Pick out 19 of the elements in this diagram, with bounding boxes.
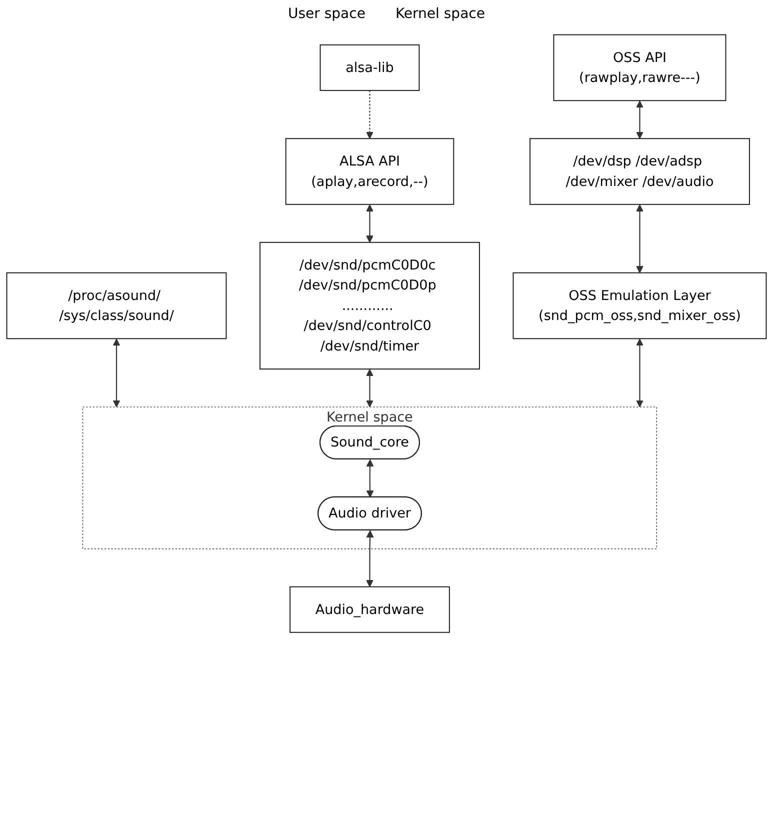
arrow [636,204,644,274]
arrow [366,459,374,498]
region-label: User space [288,6,366,22]
region-label: Kernel space [395,6,485,22]
arrow [366,204,374,243]
node-box: OSS API (rawplay,rawre---) [553,34,726,102]
node-box: alsa-lib [320,44,420,91]
arrow [636,338,644,408]
arrow [366,90,374,139]
node-box: /dev/snd/pcmC0D0c /dev/snd/pcmC0D0p ............ /dev/snd/controlC0 /dev/snd/timer [259,242,480,370]
node-box: OSS Emulation Layer (snd_pcm_oss,snd_mixer_oss) [512,272,767,340]
arrow [366,530,374,588]
arrow [366,369,374,408]
arrow [112,338,120,408]
arrow [636,100,644,139]
node-box: Audio_hardware [290,586,450,633]
node-box: /proc/asound/ /sys/class/sound/ [6,272,227,340]
node-box: /dev/dsp /dev/adsp /dev/mixer /dev/audio [530,138,750,205]
node-box: ALSA API (aplay,arecord,--) [285,138,454,205]
